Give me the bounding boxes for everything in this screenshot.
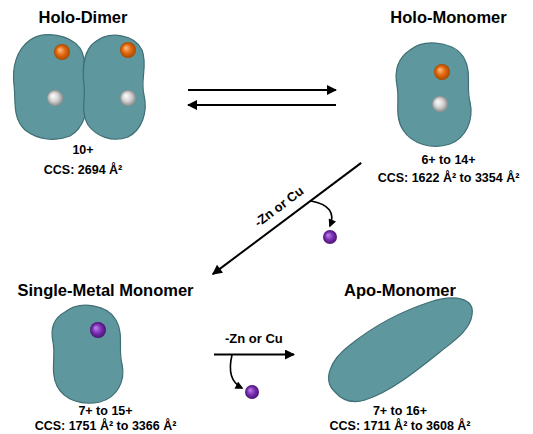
release-arrow [230,355,242,388]
transition-arrow [188,104,336,106]
zinc-ion [47,90,63,106]
transition-arrow [188,89,336,91]
ccs-value: CCS: 1622 Å² to 3354 Å² [366,171,531,185]
protein-blob [14,35,88,140]
copper-ion [434,64,450,80]
protein-state: Single-Metal Monomer 7+ to 15+CCS: 1751 Å… [3,275,208,434]
transition-label: -Zn or Cu [251,183,306,230]
protein-state: Apo-Monomer 7+ to 16+CCS: 1711 Å² to 3608… [300,275,500,434]
ccs-value: CCS: 1711 Å² to 3608 Å² [300,419,500,433]
charge-state-range: 7+ to 15+ [3,404,208,418]
state-heading: Apo-Monomer [300,281,500,300]
state-heading: Holo-Dimer [8,8,158,27]
released-ion [245,385,259,399]
release-arrow [311,201,332,226]
charge-state-range: 7+ to 16+ [300,404,500,418]
zinc-ion [432,96,448,112]
transition-arrow [213,163,361,274]
zinc-ion [120,90,136,106]
released-ion [323,230,337,244]
ccs-value: CCS: 2694 Å² [8,163,158,177]
transition-arrow [214,354,294,356]
state-heading: Single-Metal Monomer [3,281,208,300]
protein-state: Holo-Dimer 10+ CCS: 2694 Å² [8,5,158,190]
charge-state-range: 6+ to 14+ [366,153,531,167]
charge-state-range: 10+ [8,143,158,157]
transition-label: -Zn or Cu [225,331,283,346]
state-heading: Holo-Monomer [366,8,531,27]
metal-ion [90,322,106,338]
copper-ion [54,44,70,60]
protein-blob [329,298,473,402]
ccs-value: CCS: 1751 Å² to 3366 Å² [3,419,208,433]
protein-blob [52,305,123,403]
protein-blob [83,35,145,139]
protein-state: Holo-Monomer 6+ to 14+ CCS: 1622 Å² to 335… [366,5,531,190]
protein-blob [396,43,471,146]
copper-ion [120,42,136,58]
